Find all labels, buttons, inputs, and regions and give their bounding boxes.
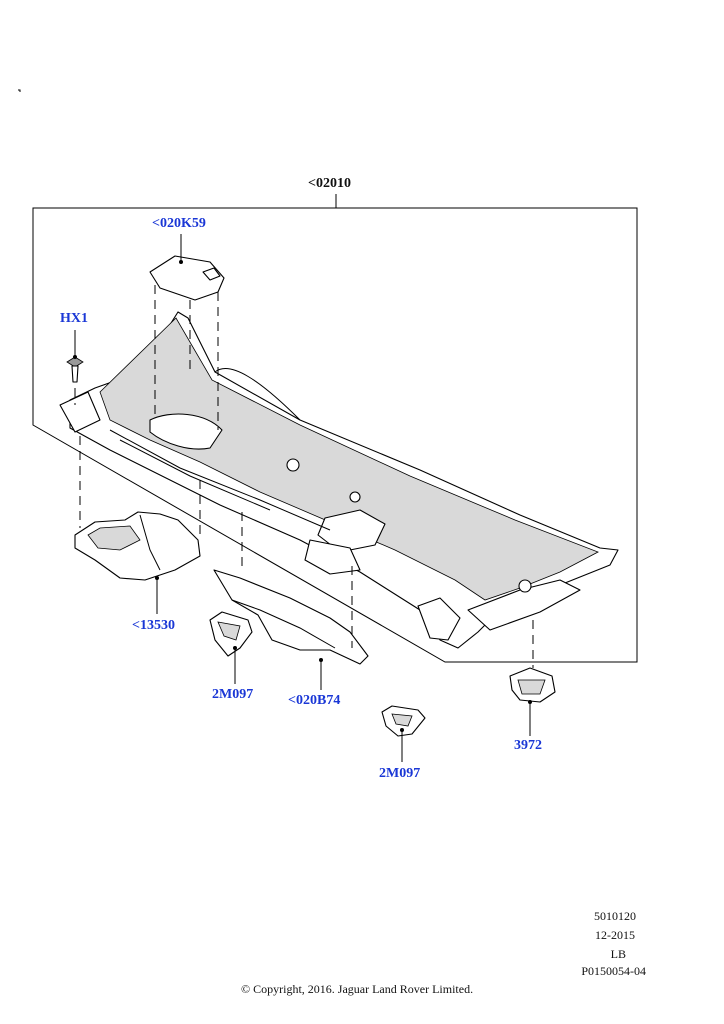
- label-grommet-left[interactable]: 2M097: [212, 687, 254, 702]
- label-grommet-right[interactable]: 2M097: [379, 766, 421, 781]
- bracket-part: [213, 569, 369, 665]
- seal-part: [509, 667, 556, 703]
- info-ref: P0150054-04: [581, 964, 646, 978]
- grommet-left-part: [209, 611, 253, 657]
- info-region: LB: [610, 947, 626, 961]
- cover-part: [149, 255, 225, 301]
- copyright-text: © Copyright, 2016. Jaguar Land Rover Lim…: [241, 982, 474, 996]
- label-seal[interactable]: 3972: [514, 738, 542, 753]
- label-cover[interactable]: <020K59: [152, 216, 206, 231]
- assembly-frame: [32, 207, 638, 663]
- label-fastener[interactable]: HX1: [60, 311, 88, 326]
- info-code: 5010120: [594, 909, 636, 923]
- tray-part: [74, 511, 201, 581]
- fastener-part: [66, 356, 84, 383]
- grommet-right-part: [381, 705, 426, 737]
- info-date: 12-2015: [595, 928, 635, 942]
- cowl-panel: [59, 311, 619, 649]
- label-tray[interactable]: <13530: [132, 618, 175, 633]
- label-bracket[interactable]: <020B74: [288, 693, 341, 708]
- label-assembly[interactable]: <02010: [308, 176, 351, 191]
